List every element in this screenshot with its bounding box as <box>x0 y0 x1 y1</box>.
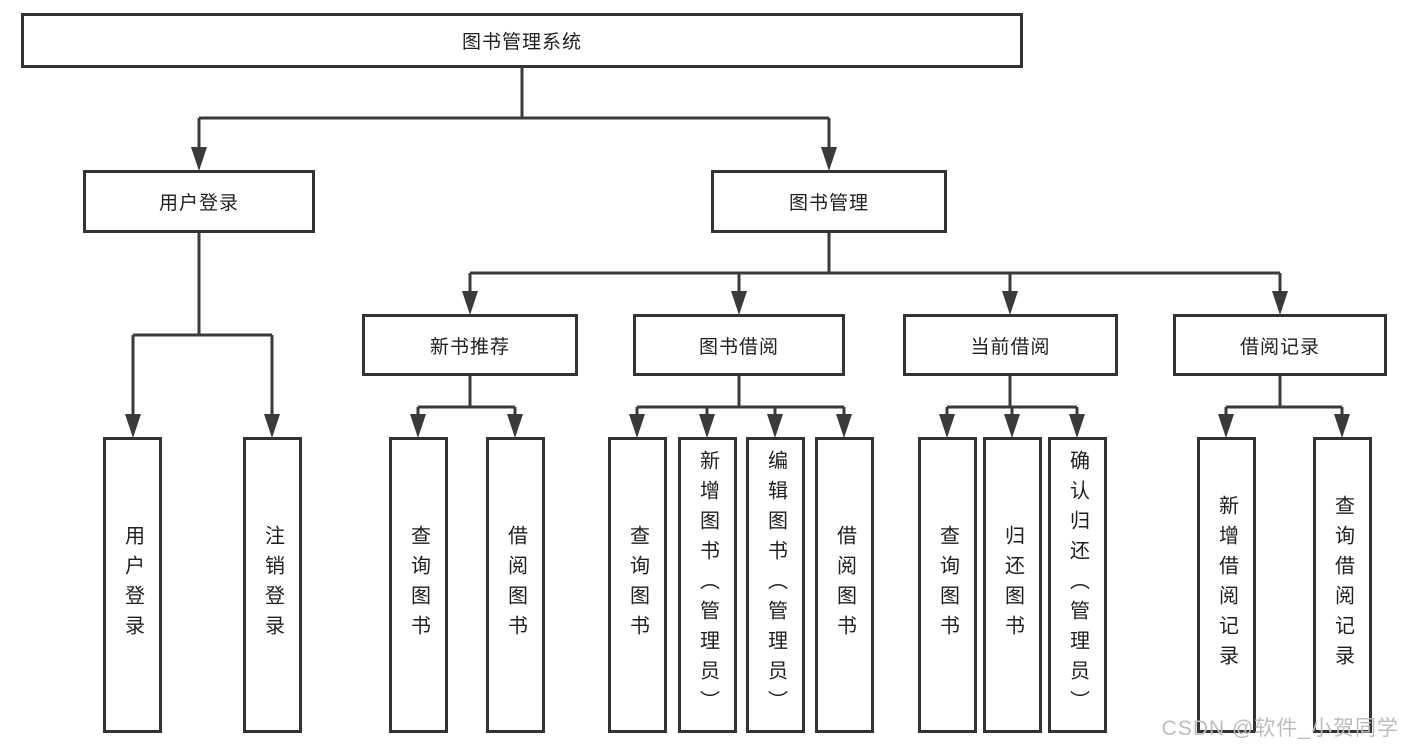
leaf-borrowing-add-books-admin: 新增图书（管理员） <box>678 437 737 733</box>
leaf-newrec-query-books: 查询图书 <box>389 437 448 733</box>
leaf-current-query-books: 查询图书 <box>918 437 977 733</box>
leaf-logout: 注销登录 <box>243 437 302 733</box>
leaf-records-add-record: 新增借阅记录 <box>1197 437 1256 733</box>
leaf-borrowing-edit-books-admin: 编辑图书（管理员） <box>746 437 805 733</box>
node-book-management-group: 图书管理 <box>711 170 947 233</box>
leaf-user-login: 用户登录 <box>103 437 162 733</box>
node-user-login-group: 用户登录 <box>83 170 315 233</box>
node-root-library-system: 图书管理系统 <box>21 13 1023 68</box>
node-current-borrowing: 当前借阅 <box>903 314 1118 376</box>
leaf-borrowing-borrow-books: 借阅图书 <box>815 437 874 733</box>
connector-user-login-to-leaves <box>125 233 280 438</box>
connector-book-borrow-to-leaves <box>629 376 852 438</box>
connector-book-mgmt-to-level3 <box>462 233 1288 315</box>
connector-new-book-rec-to-leaves <box>410 376 523 438</box>
leaf-borrowing-query-books: 查询图书 <box>608 437 667 733</box>
leaf-current-confirm-return-admin: 确认归还（管理员） <box>1048 437 1107 733</box>
connector-current-borrow-to-leaves <box>939 376 1085 438</box>
connector-borrow-records-to-leaves <box>1218 376 1350 438</box>
csdn-watermark: CSDN @软件_小贺同学 <box>1161 717 1399 740</box>
leaf-newrec-borrow-books: 借阅图书 <box>486 437 545 733</box>
node-book-borrowing: 图书借阅 <box>633 314 845 376</box>
node-borrowing-records: 借阅记录 <box>1173 314 1387 376</box>
node-new-book-recommendation: 新书推荐 <box>362 314 578 376</box>
connector-root-to-level2 <box>191 68 837 171</box>
leaf-current-return-books: 归还图书 <box>983 437 1042 733</box>
leaf-records-query-record: 查询借阅记录 <box>1313 437 1372 733</box>
